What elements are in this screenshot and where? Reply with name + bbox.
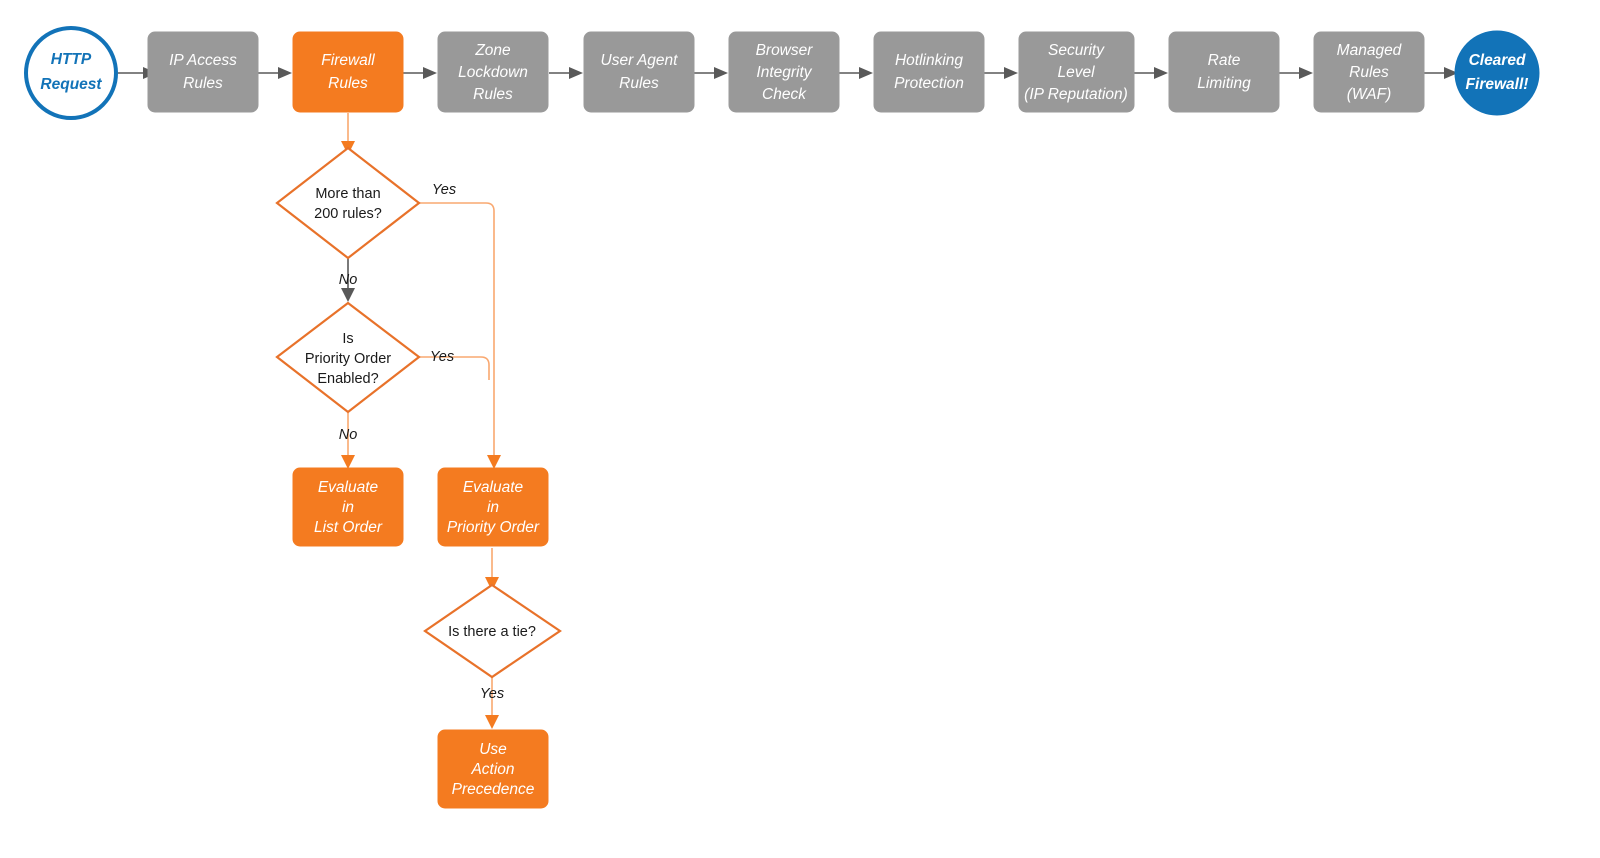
- decision-1-diamond: [275, 146, 421, 260]
- decision-is-priority-order-enabled[interactable]: Is Priority Order Enabled?: [275, 301, 421, 414]
- arrowhead: [569, 67, 583, 79]
- decision-is-there-a-tie[interactable]: Is there a tie?: [423, 583, 562, 679]
- evaluate-list-order-label-line-2: in: [342, 499, 354, 516]
- arrowhead: [487, 455, 501, 469]
- evaluate-priority-order-box: [437, 467, 549, 547]
- node-security-level[interactable]: Security Level (IP Reputation): [1018, 31, 1135, 113]
- decision-2-text-line-1: Is: [342, 331, 353, 347]
- browser-integrity-check-box: [728, 31, 840, 113]
- arrowhead: [1444, 67, 1458, 79]
- user-agent-rules-box: [583, 31, 695, 113]
- decision-3-yes-label: Yes: [480, 686, 504, 702]
- rate-limiting-label-line-1: Rate: [1208, 52, 1241, 69]
- browser-integrity-check-label-line-1: Browser: [756, 42, 814, 59]
- use-action-precedence-box: [437, 729, 549, 809]
- decision-2-yes-label: Yes: [430, 349, 454, 365]
- security-level-label-line-3: (IP Reputation): [1024, 86, 1128, 103]
- cleared-firewall-label-line-2: Firewall!: [1466, 76, 1529, 93]
- security-level-label-line-2: Level: [1057, 64, 1095, 81]
- evaluate-priority-order-label-line-1: Evaluate: [463, 479, 524, 496]
- arrowhead: [423, 67, 437, 79]
- arrowhead: [714, 67, 728, 79]
- http-request-circle: [24, 26, 118, 120]
- arrowhead: [341, 455, 355, 469]
- rate-limiting-box: [1168, 31, 1280, 113]
- decision-1-no-label: No: [339, 272, 358, 288]
- zone-lockdown-rules-box: [437, 31, 549, 113]
- firewall-rules-box: [292, 31, 404, 113]
- decision-more-than-200-rules[interactable]: More than 200 rules?: [275, 146, 421, 260]
- decision-2-text-line-3: Enabled?: [317, 371, 378, 387]
- evaluate-list-order-box: [292, 467, 404, 547]
- connector-decision2-yes: [419, 356, 490, 380]
- node-evaluate-in-priority-order[interactable]: Evaluate in Priority Order: [437, 467, 549, 547]
- hotlinking-protection-box: [873, 31, 985, 113]
- decision-1-yes-label: Yes: [432, 182, 456, 198]
- arrowhead: [278, 67, 292, 79]
- arrowhead: [341, 288, 355, 302]
- security-level-label-line-1: Security: [1048, 42, 1105, 59]
- node-hotlinking-protection[interactable]: Hotlinking Protection: [873, 31, 985, 113]
- node-cleared-firewall[interactable]: Cleared Firewall!: [1454, 30, 1540, 116]
- pipeline-connectors: [118, 67, 1458, 79]
- hotlinking-protection-label-line-1: Hotlinking: [895, 52, 963, 69]
- decision-2-diamond: [275, 301, 421, 414]
- rate-limiting-label-line-2: Limiting: [1197, 75, 1251, 92]
- ip-access-rules-label-line-1: IP Access: [169, 52, 237, 69]
- node-rate-limiting[interactable]: Rate Limiting: [1168, 31, 1280, 113]
- evaluate-priority-order-label-line-3: Priority Order: [447, 519, 540, 536]
- arrowhead: [1004, 67, 1018, 79]
- node-use-action-precedence[interactable]: Use Action Precedence: [437, 729, 549, 809]
- user-agent-rules-label-line-2: Rules: [619, 75, 659, 92]
- user-agent-rules-label-line-1: User Agent: [601, 52, 679, 69]
- evaluate-priority-order-label-line-2: in: [487, 499, 499, 516]
- managed-rules-waf-label-line-3: (WAF): [1347, 86, 1391, 103]
- zone-lockdown-rules-label-line-3: Rules: [473, 86, 513, 103]
- http-request-label-line-1: HTTP: [51, 51, 92, 68]
- evaluate-list-order-label-line-1: Evaluate: [318, 479, 379, 496]
- node-browser-integrity-check[interactable]: Browser Integrity Check: [728, 31, 840, 113]
- browser-integrity-check-label-line-3: Check: [762, 86, 807, 103]
- firewall-rules-label-line-2: Rules: [328, 75, 368, 92]
- node-evaluate-in-list-order[interactable]: Evaluate in List Order: [292, 467, 404, 547]
- ip-access-rules-box: [147, 31, 259, 113]
- managed-rules-waf-label-line-1: Managed: [1337, 42, 1403, 59]
- ip-access-rules-label-line-2: Rules: [183, 75, 223, 92]
- arrowhead: [1299, 67, 1313, 79]
- http-request-label-line-2: Request: [40, 76, 102, 93]
- decision-1-text-line-2: 200 rules?: [314, 206, 382, 222]
- use-action-precedence-label-line-2: Action: [470, 761, 514, 778]
- browser-integrity-check-label-line-2: Integrity: [756, 64, 812, 81]
- security-level-box: [1018, 31, 1135, 113]
- managed-rules-waf-label-line-2: Rules: [1349, 64, 1389, 81]
- node-http-request[interactable]: HTTP Request: [24, 26, 118, 120]
- connector-decision1-yes: [419, 202, 495, 456]
- arrowhead: [485, 715, 499, 729]
- decision-2-no-label: No: [339, 427, 358, 443]
- hotlinking-protection-label-line-2: Protection: [894, 75, 964, 92]
- cleared-firewall-circle: [1454, 30, 1540, 116]
- arrowhead: [859, 67, 873, 79]
- zone-lockdown-rules-label-line-1: Zone: [474, 42, 511, 59]
- arrowhead: [1154, 67, 1168, 79]
- cleared-firewall-label-line-1: Cleared: [1469, 52, 1526, 69]
- firewall-rules-label-line-1: Firewall: [321, 52, 375, 69]
- node-ip-access-rules[interactable]: IP Access Rules: [147, 31, 259, 113]
- decision-3-text-line-1: Is there a tie?: [448, 624, 536, 640]
- decision-2-text-line-2: Priority Order: [305, 351, 391, 367]
- node-firewall-rules[interactable]: Firewall Rules: [292, 31, 404, 113]
- use-action-precedence-label-line-3: Precedence: [452, 781, 535, 798]
- decision-3-diamond: [423, 583, 562, 679]
- zone-lockdown-rules-label-line-2: Lockdown: [458, 64, 528, 81]
- evaluate-list-order-label-line-3: List Order: [314, 519, 383, 536]
- node-zone-lockdown-rules[interactable]: Zone Lockdown Rules: [437, 31, 549, 113]
- decision-1-text-line-1: More than: [315, 186, 380, 202]
- node-managed-rules-waf[interactable]: Managed Rules (WAF): [1313, 31, 1425, 113]
- node-user-agent-rules[interactable]: User Agent Rules: [583, 31, 695, 113]
- use-action-precedence-label-line-1: Use: [479, 741, 507, 758]
- managed-rules-waf-box: [1313, 31, 1425, 113]
